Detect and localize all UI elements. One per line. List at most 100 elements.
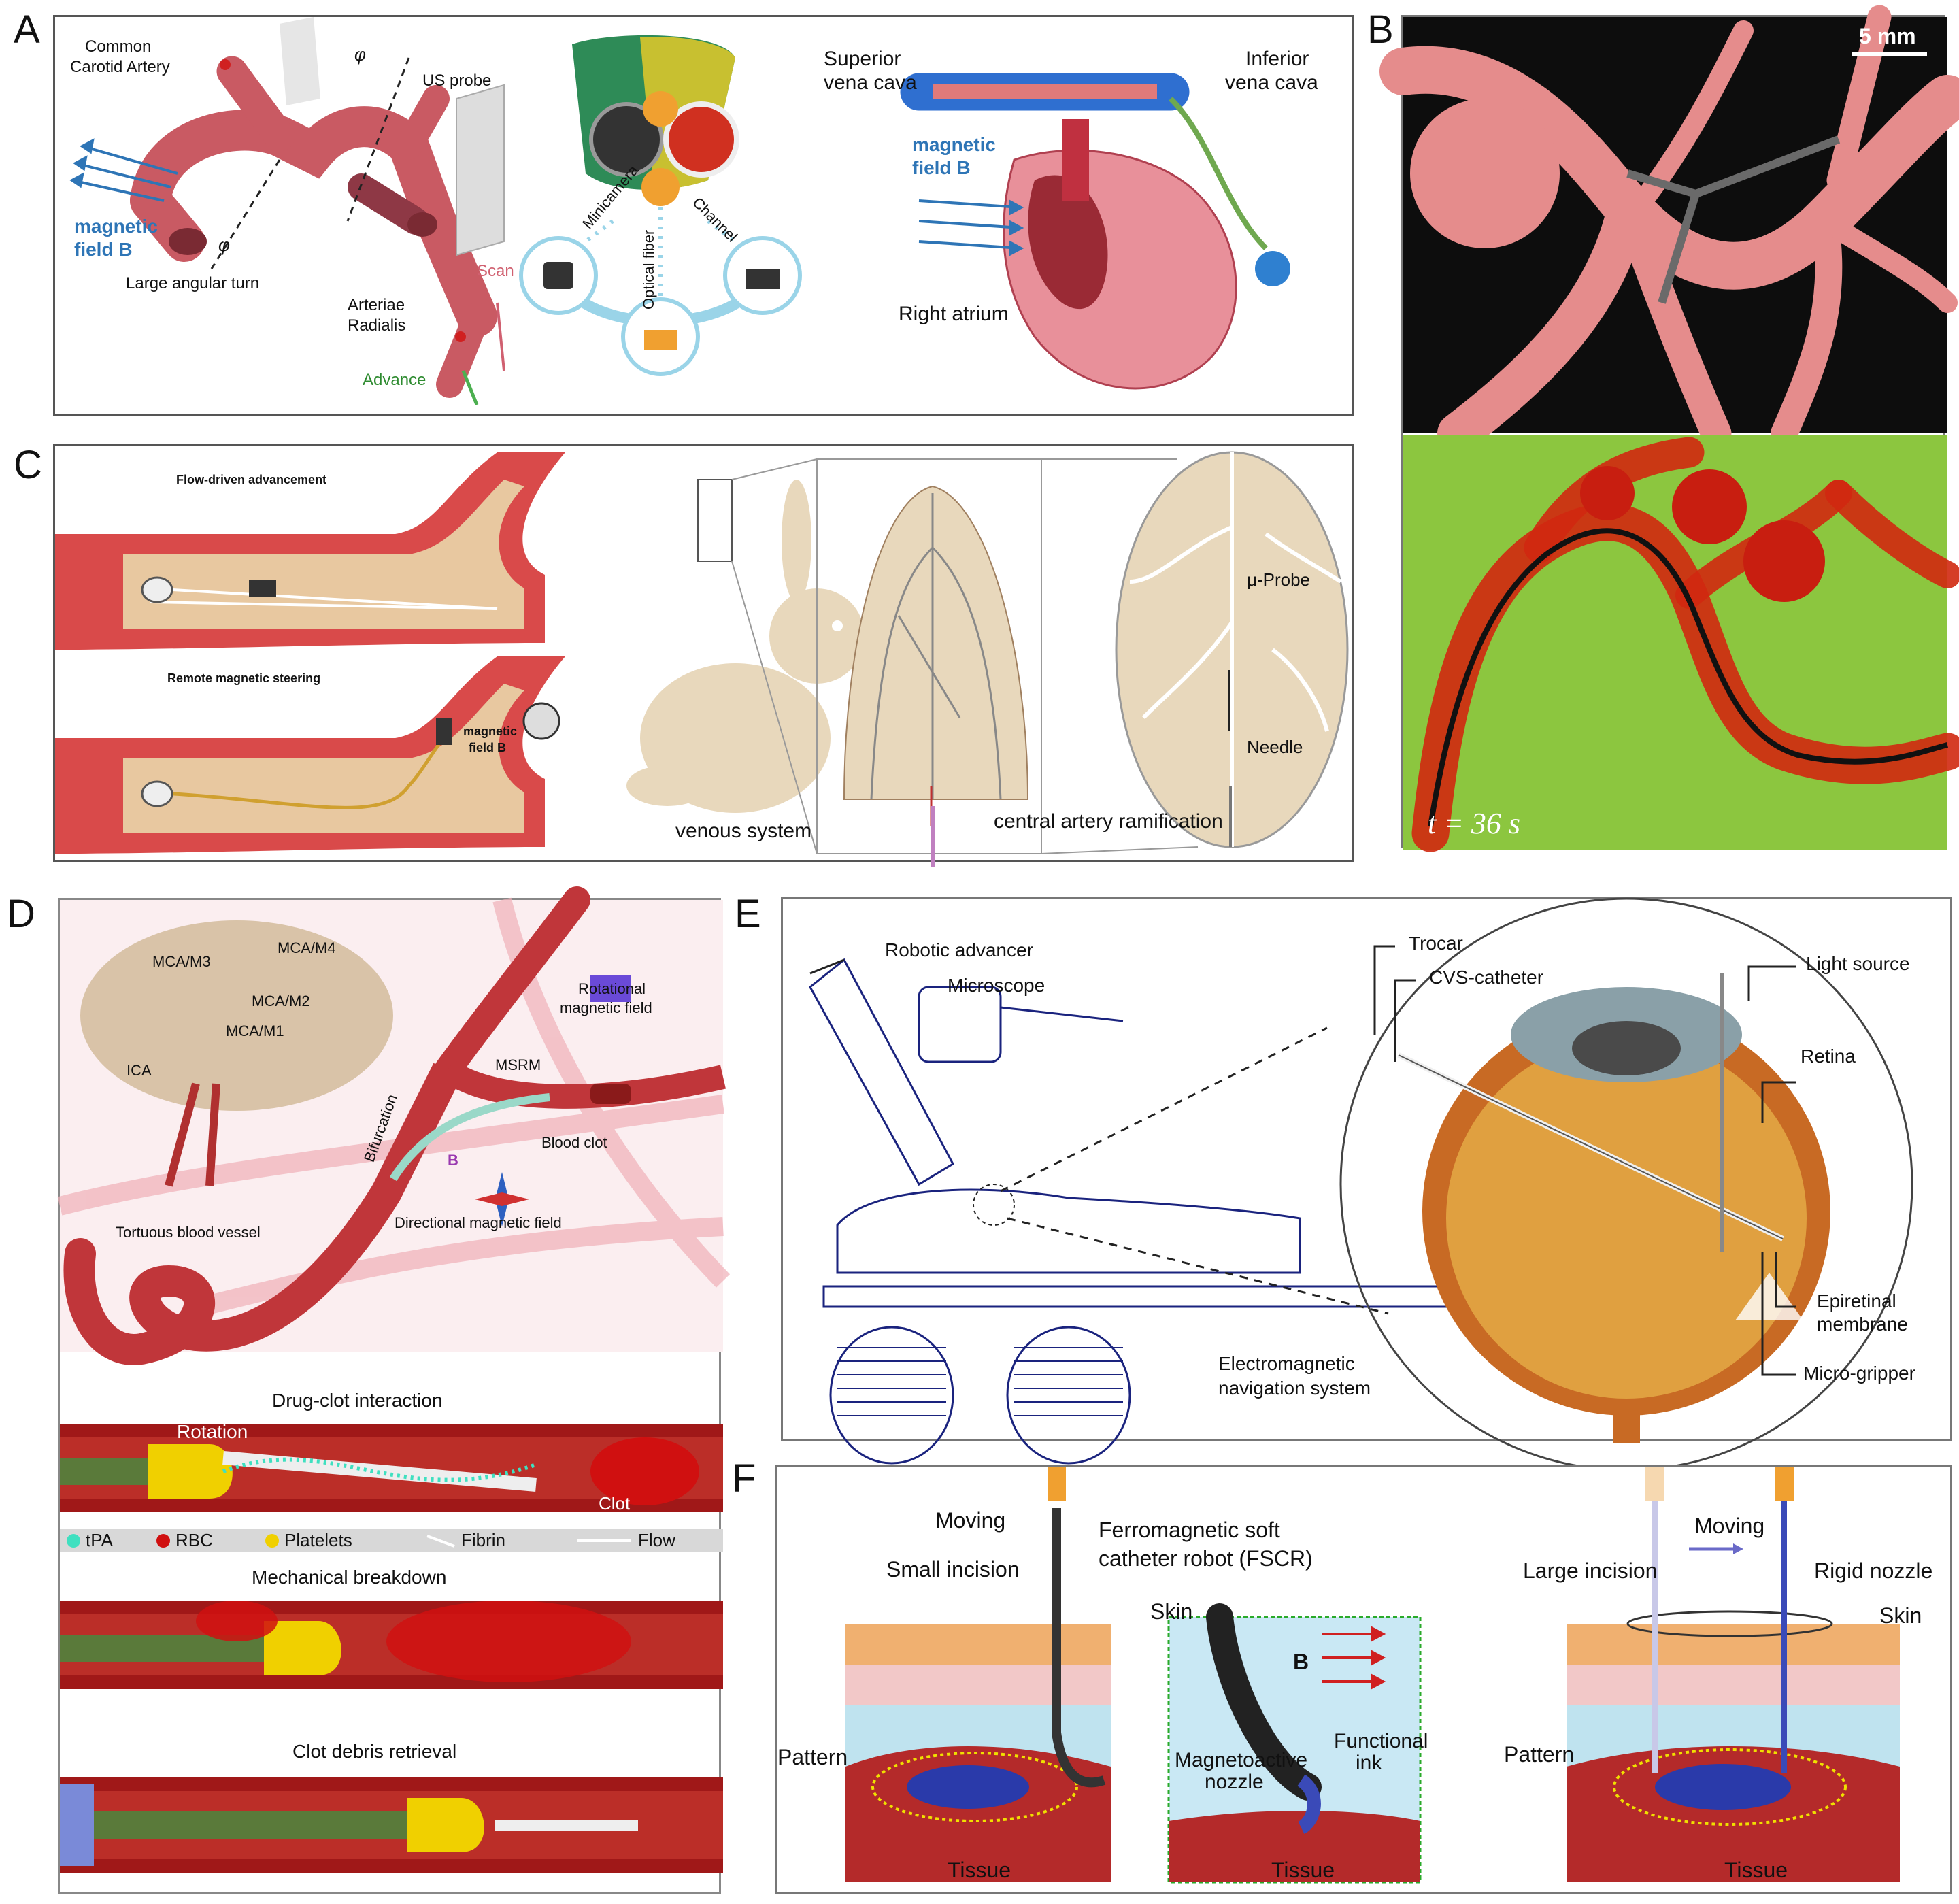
magnetoactive-label-2: nozzle	[1205, 1771, 1264, 1793]
msrm-label: MSRM	[495, 1056, 541, 1073]
debris-retrieval-tube	[60, 1777, 723, 1873]
robotic-advancer-label: Robotic advancer	[885, 939, 1033, 961]
panel-label-e: E	[735, 892, 761, 936]
phi-label-1: φ	[354, 44, 366, 65]
trocar-label: Trocar	[1409, 933, 1463, 954]
magnetic-field-label-3: magnetic	[912, 134, 996, 155]
light-source-label: Light source	[1806, 953, 1910, 974]
magnetic-field-label-2: field B	[74, 239, 133, 260]
needle-label: Needle	[1247, 737, 1303, 757]
moving-label: Moving	[935, 1508, 1006, 1533]
magnetic-field-label-1: magnetic	[74, 216, 158, 237]
common-carotid-label-1: Common	[85, 37, 152, 56]
time-label: t = 36 s	[1428, 807, 1521, 840]
panel-d-drawing	[57, 886, 731, 1873]
cvs-catheter-label: CVS-catheter	[1429, 967, 1544, 988]
rotational-magnet	[590, 975, 631, 1002]
advance-label: Advance	[363, 371, 426, 389]
microscope-label: Microscope	[948, 975, 1045, 996]
magnetic-field-arrows-2	[918, 199, 1024, 256]
ica-label: ICA	[127, 1062, 152, 1079]
tortuous-label: Tortuous blood vessel	[116, 1224, 261, 1241]
retina-label: Retina	[1801, 1046, 1856, 1067]
common-carotid-label-2: Carotid Artery	[70, 58, 170, 76]
mca-m3-label: MCA/M3	[152, 953, 211, 970]
magnetic-field-label-c1: magnetic	[463, 724, 518, 738]
rabbit-illustration	[626, 480, 865, 813]
panel-label-d: D	[7, 892, 35, 936]
brain-illustration	[80, 920, 393, 1111]
rigid-nozzle-label: Rigid nozzle	[1814, 1558, 1933, 1583]
panel-b: 5 mm t = 36 s	[1379, 5, 1959, 852]
panel-d: MCA/M3 MCA/M4 MCA/M2 MCA/M1 ICA Rotation…	[57, 886, 731, 1894]
panel-c: Flow-driven advancement Remote magnetic …	[53, 444, 1354, 867]
right-atrium-label: Right atrium	[899, 303, 1009, 325]
carotid-artery	[216, 56, 295, 152]
main-vessel	[63, 886, 726, 1365]
magnetic-field-label-4: field B	[912, 157, 971, 178]
arteriae-radialis-label-1: Arteriae	[348, 296, 405, 314]
tissue-block-right	[1567, 1610, 1900, 1882]
mu-probe-label: μ-Probe	[1247, 569, 1311, 590]
tissue-block-left	[845, 1624, 1111, 1882]
large-angular-turn-label: Large angular turn	[126, 274, 260, 293]
flow-driven-label: Flow-driven advancement	[176, 473, 327, 486]
mca-m4-label: MCA/M4	[278, 939, 336, 956]
scan-label: Scan	[477, 262, 514, 280]
phi-label-2: φ	[218, 235, 230, 255]
inferior-vena-cava-label-1: Inferior	[1245, 48, 1309, 70]
b-field-arrows	[1322, 1626, 1386, 1690]
debris-label: Clot debris retrieval	[292, 1741, 457, 1762]
vessel-network	[1379, 5, 1959, 454]
catheter-path	[1428, 528, 1948, 827]
panel-label-c: C	[14, 443, 42, 487]
catheter-cross-section	[572, 35, 739, 206]
heart-illustration	[900, 73, 1290, 390]
mca-m1-label: MCA/M1	[226, 1022, 284, 1039]
panel-label-b: B	[1367, 7, 1394, 52]
micro-gripper-label: Micro-gripper	[1803, 1363, 1915, 1384]
b-label-d: B	[448, 1152, 458, 1169]
mca-m2-label: MCA/M2	[252, 992, 310, 1009]
mechanical-tube	[60, 1601, 723, 1689]
large-incision-label: Large incision	[1523, 1558, 1658, 1583]
pattern-label: Pattern	[777, 1745, 848, 1769]
rotation-label: Rotation	[177, 1421, 248, 1442]
rotational-field-label-2: magnetic field	[560, 999, 652, 1016]
ems-label-1: Electromagnetic	[1218, 1353, 1355, 1374]
eyeball-illustration	[1422, 987, 1830, 1443]
ems-label-2: navigation system	[1218, 1377, 1371, 1399]
fscr-catheter	[1052, 1508, 1106, 1788]
blood-clot-label: Blood clot	[541, 1134, 607, 1151]
venous-system-label: venous system	[675, 820, 812, 842]
superior-vena-cava-label-2: vena cava	[824, 71, 917, 94]
epiretinal-label-1: Epiretinal	[1817, 1290, 1896, 1312]
vessel-flow-driven	[55, 452, 565, 650]
panel-b-drawing	[1379, 5, 1959, 852]
radial-artery	[436, 303, 490, 398]
tissue-label-2: Tissue	[1724, 1858, 1788, 1882]
functional-ink-label-1: Functional	[1334, 1730, 1428, 1752]
skin-label-2: Skin	[1879, 1603, 1922, 1628]
panel-a: Common Carotid Artery US probe magnetic …	[53, 15, 1354, 416]
clot-label: Clot	[599, 1493, 631, 1514]
panel-f: Moving Ferromagnetic soft catheter robot…	[775, 1465, 1952, 1894]
legend-platelets: Platelets	[284, 1530, 352, 1550]
magnetic-field-arrows	[69, 138, 178, 202]
panel-label-a: A	[14, 7, 40, 52]
vessel-magnetic-steering	[55, 656, 565, 854]
arteriae-radialis-label-2: Radialis	[348, 316, 406, 335]
optical-fiber-label: Optical fiber	[640, 229, 657, 310]
tissue-label-mid: Tissue	[1271, 1858, 1335, 1882]
rotational-field-label-1: Rotational	[578, 980, 646, 997]
compass-icon	[522, 702, 560, 740]
magnetoactive-label-1: Magnetoactive	[1175, 1749, 1308, 1771]
pattern-label-2: Pattern	[1504, 1742, 1575, 1767]
legend-rbc: RBC	[175, 1530, 213, 1550]
superior-vena-cava-label-1: Superior	[824, 48, 901, 70]
directional-compass-icon	[475, 1172, 529, 1226]
ear-vasculature	[843, 485, 1029, 800]
moving-label-2: Moving	[1694, 1514, 1765, 1538]
legend-flow: Flow	[638, 1530, 675, 1550]
panel-a-drawing	[69, 17, 1290, 405]
